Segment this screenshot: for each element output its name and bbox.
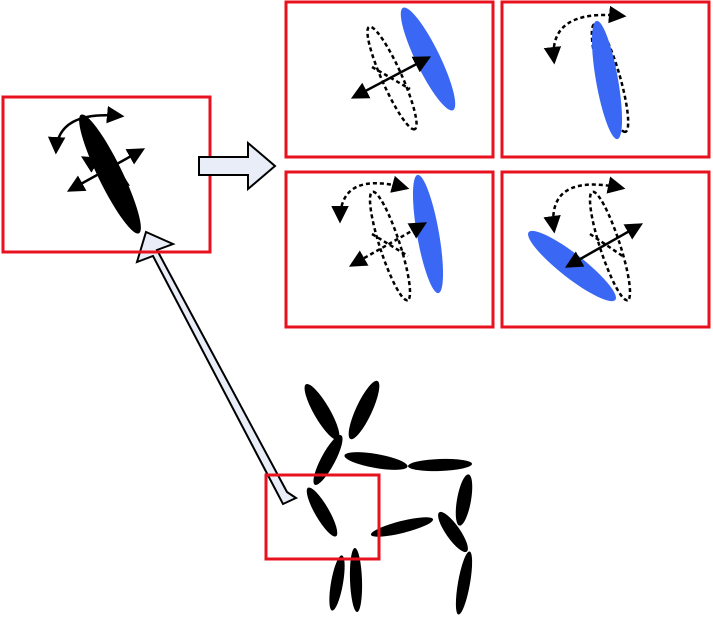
- neck: [313, 435, 343, 485]
- back-front: [344, 452, 408, 470]
- pose-variant-rotate: [500, 0, 711, 159]
- translate-arrow-b: [81, 156, 130, 186]
- selected-part-panel: [1, 95, 212, 254]
- ear-right: [348, 380, 380, 440]
- back-rear: [408, 458, 472, 472]
- rear-hip: [455, 474, 473, 526]
- front-leg-right: [349, 548, 363, 612]
- selection-frame: [264, 473, 381, 561]
- chest: [306, 487, 338, 537]
- rotate-icon: [47, 105, 125, 155]
- pose-variant-translate: [284, 0, 495, 159]
- to-variants-arrow: [198, 140, 277, 192]
- animal-figure: [304, 380, 473, 615]
- rear-knee: [438, 511, 468, 553]
- zoom-up-arrow: [135, 230, 299, 506]
- pose-variant-rotate-translate: [284, 170, 495, 329]
- ear-left: [304, 384, 340, 440]
- rear-leg: [455, 551, 473, 615]
- front-leg-left: [329, 555, 345, 611]
- pose-variant-rotate-large: [500, 170, 711, 329]
- belly: [370, 517, 434, 537]
